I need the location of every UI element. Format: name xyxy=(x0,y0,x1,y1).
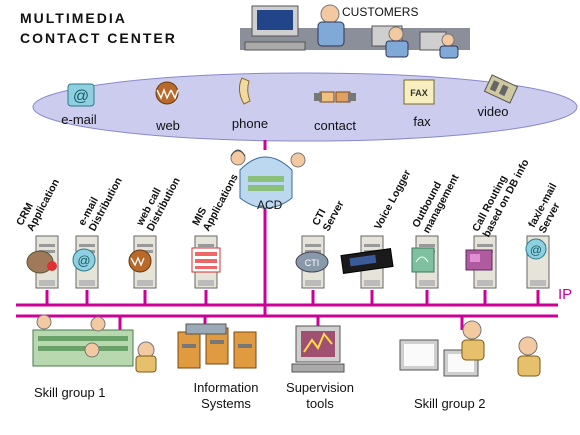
information-systems-illustration xyxy=(177,323,257,369)
supervision-tools-label: Supervision tools xyxy=(280,380,360,412)
customers-illustration xyxy=(240,4,470,59)
acd-label: ACD xyxy=(257,198,283,212)
channel-label-email: e-mail xyxy=(61,112,97,127)
channel-label-fax: fax xyxy=(413,114,431,129)
channel-label-phone: phone xyxy=(231,116,269,131)
phone-icon xyxy=(238,77,251,105)
skill-group-2-label: Skill group 2 xyxy=(414,396,486,411)
supervision-tools-line2: tools xyxy=(306,396,334,411)
voice-logger-icon xyxy=(340,248,394,274)
ip-network-label: IP xyxy=(558,286,573,303)
email-icon: @ xyxy=(67,83,95,107)
cti-cloud-icon: CTI xyxy=(295,251,329,273)
information-systems-label: Information Systems xyxy=(186,380,266,412)
svg-text:@: @ xyxy=(77,253,90,268)
crm-icon xyxy=(26,250,57,274)
fax-icon: FAX xyxy=(403,79,435,105)
supervision-tools-line1: Supervision xyxy=(286,380,354,395)
customers-label: CUSTOMERS xyxy=(342,5,419,19)
title-line2: CONTACT CENTER xyxy=(20,30,177,46)
svg-text:@: @ xyxy=(73,88,89,105)
web-icon xyxy=(155,81,179,105)
mis-icon xyxy=(191,247,221,273)
email-distribution-icon: @ xyxy=(72,248,96,272)
information-systems-line2: Systems xyxy=(201,396,251,411)
skill-group-1-label: Skill group 1 xyxy=(34,385,106,400)
acd-switch xyxy=(230,149,306,209)
svg-text:CTI: CTI xyxy=(305,258,320,268)
handshake-icon xyxy=(314,91,356,103)
channel-label-web: web xyxy=(156,118,180,133)
title-line1: MULTIMEDIA xyxy=(20,10,127,26)
fax-email-server-icon: @ xyxy=(525,238,547,260)
skill-group-2-illustration xyxy=(399,320,541,377)
outbound-icon xyxy=(411,247,435,273)
svg-text:@: @ xyxy=(530,243,542,257)
web-distribution-icon xyxy=(128,249,152,273)
channel-label-video: video xyxy=(477,104,509,119)
svg-text:FAX: FAX xyxy=(410,88,428,98)
video-icon xyxy=(483,74,519,104)
channel-label-contact: contact xyxy=(314,118,356,133)
information-systems-line1: Information xyxy=(193,380,259,395)
supervision-tools-illustration xyxy=(291,325,345,373)
ip-network xyxy=(16,140,558,340)
routing-icon xyxy=(465,249,493,271)
skill-group-1-illustration xyxy=(32,314,157,373)
